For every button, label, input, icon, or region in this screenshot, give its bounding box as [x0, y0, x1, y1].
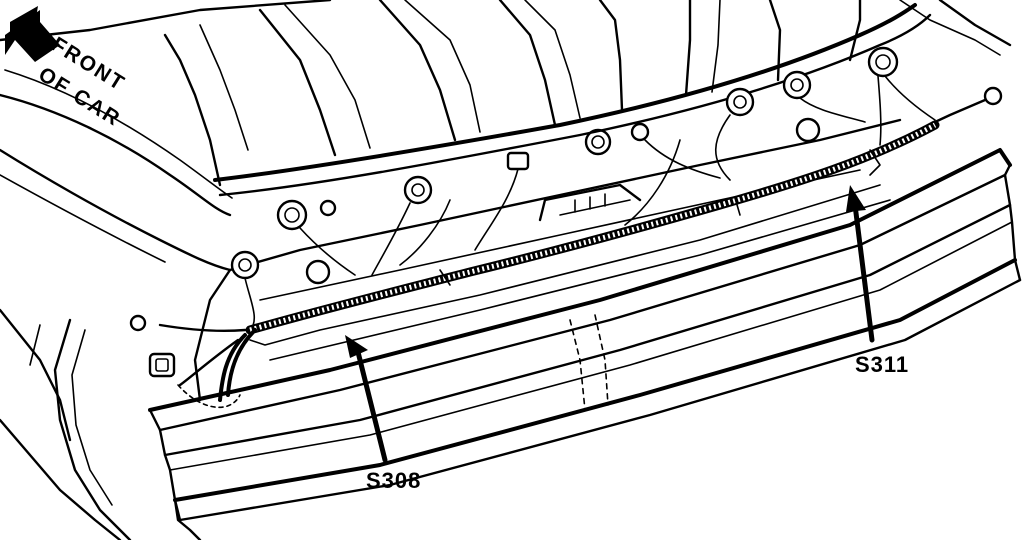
main-wiring-harness — [245, 120, 940, 335]
s308-leader-arrow — [345, 335, 388, 463]
callout-s311: S311 — [855, 352, 909, 377]
lamp-socket-2 — [276, 199, 356, 276]
lamp-socket-7 — [782, 70, 866, 123]
s311-leader-arrow — [846, 185, 875, 343]
lamp-socket-8 — [867, 46, 936, 146]
connector-4 — [474, 151, 530, 251]
trunk-deck-lid — [0, 0, 1012, 217]
lamp-socket-5 — [630, 122, 721, 179]
callout-s308: S308 — [366, 468, 421, 493]
left-quarter-panel — [0, 148, 232, 540]
lamp-socket-6 — [715, 87, 755, 181]
lamp-socket-1 — [230, 250, 260, 331]
harness-end-plug — [933, 86, 1003, 124]
rear-body-panel — [228, 117, 902, 301]
lamp-socket-3 — [371, 175, 433, 276]
left-pigtail-wires — [129, 314, 257, 409]
front-of-car-arrow — [5, 6, 60, 62]
rear-bumper — [148, 148, 1022, 540]
